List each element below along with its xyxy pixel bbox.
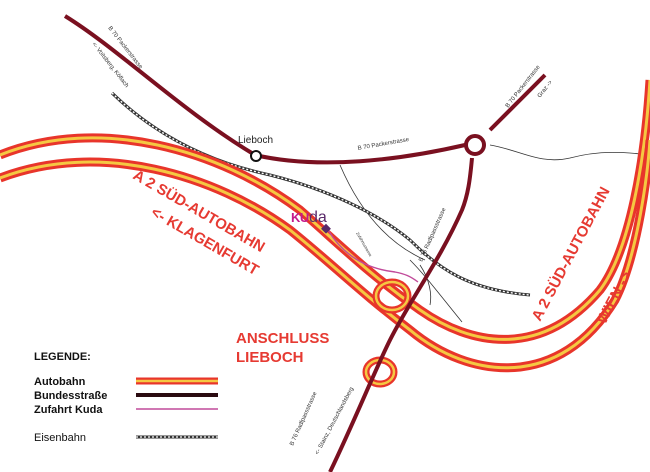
lieboch-marker [250,150,262,162]
label-b70-mid: B 70 Packerstrasse [357,137,410,152]
legend-label-zufahrt: Zufahrt Kuda [34,404,103,416]
legend-label-bundesstrasse: Bundesstraße [34,390,107,402]
autobahn-west [0,79,650,373]
legend: LEGENDE: Autobahn Bundesstraße Zufahrt K… [34,351,218,444]
autobahn-east-line2: WIEN -> [594,268,636,327]
kuda-location-marker [321,223,331,234]
autobahn-east-line1: A 2 SÜD-AUTOBAHN [529,184,614,324]
label-b70-east: B 70 Packerstrasse [505,64,542,109]
railway [110,91,531,297]
label-access-road: Zufahrtsstrasse [355,231,374,258]
b76-road [328,157,474,472]
place-lieboch: Lieboch [238,135,273,146]
label-b76-upper: B 76 Radlpassstrasse [418,206,447,262]
legend-label-autobahn: Autobahn [34,376,86,388]
label-stainz: <- Stainz, Deutschlandsberg [314,386,355,456]
legend-title: LEGENDE: [34,351,91,363]
legend-label-eisenbahn: Eisenbahn [34,432,86,444]
interchange-line1: ANSCHLUSS [236,330,329,347]
roundabout [464,134,486,156]
kuda-logo-part2: da [309,209,327,226]
label-b76-lower: B 76 Radlpassstrasse [289,390,318,446]
kuda-logo-part1: KU [291,210,309,225]
zufahrt-kuda-road [327,229,419,283]
minor-lines [339,144,650,323]
kuda-logo: KU da [291,209,327,226]
interchange-line2: LIEBOCH [236,349,304,366]
